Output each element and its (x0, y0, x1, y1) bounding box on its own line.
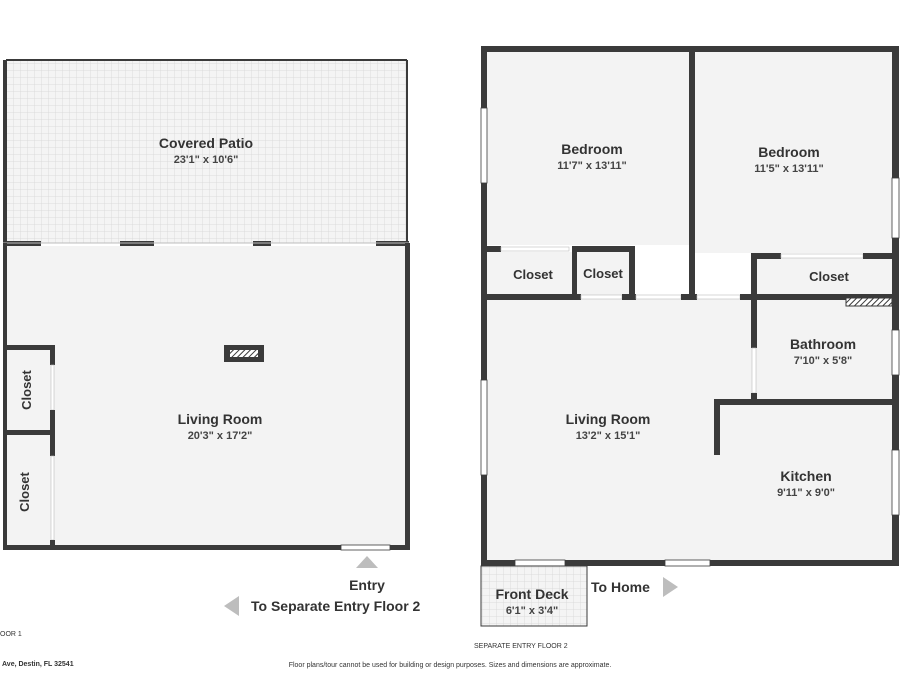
bedroom-right-door (696, 294, 741, 300)
front-deck-area (480, 565, 588, 627)
kitchen-floor (719, 405, 892, 560)
bathroom-vent (845, 297, 893, 307)
bathroom-name: Bathroom (790, 336, 856, 352)
covered-patio-area (6, 60, 406, 243)
wall-living-top-4 (740, 294, 898, 300)
kitchen-dims: 9'11" x 9'0" (777, 487, 835, 499)
floor2-left-wall (481, 46, 487, 566)
wall-closet-c-top-left (751, 253, 781, 259)
window-bedroom-left (480, 107, 488, 184)
bedroom-right-name: Bedroom (758, 144, 819, 160)
window-bedroom-right (891, 177, 900, 239)
wall-bathroom-left-top (751, 294, 757, 348)
entry-arrow-icon[interactable] (356, 556, 378, 568)
wall-closet-c-top-right (863, 253, 899, 259)
wall-closet-a-top (481, 246, 501, 252)
wall-living-top (481, 294, 581, 300)
closet-upper-door (50, 364, 55, 411)
closet-upper-label: Closet (19, 369, 34, 409)
to-home-arrow-icon[interactable] (663, 577, 678, 597)
living-room-2-floor (486, 299, 754, 560)
bedroom-right-dims: 11'5" x 13'11" (754, 163, 824, 175)
wall-kitchen-stub (714, 399, 720, 455)
wall-between-bedrooms (689, 46, 695, 299)
bathroom-dims: 7'10" x 5'8" (794, 355, 852, 367)
floor1-right-wall (405, 243, 410, 549)
wall-closet-b-top (572, 246, 635, 252)
window-kitchen (891, 449, 900, 516)
front-deck-name: Front Deck (495, 586, 568, 602)
front-door-opening (514, 559, 566, 567)
living-room-floor-1 (7, 246, 406, 546)
covered-patio-name: Covered Patio (159, 135, 253, 151)
bathroom-floor (756, 299, 892, 399)
floor1-left-wall (3, 243, 7, 549)
floor-1: Covered Patio 23'1" x 10'6" Living Room … (3, 59, 421, 616)
living-room-2-name: Living Room (566, 411, 651, 427)
bedroom-left-door (635, 294, 682, 300)
closet-upper-right-wall-top (50, 345, 55, 365)
entry-door-opening (340, 544, 391, 551)
window-bottom (664, 559, 711, 567)
bathroom-door (751, 347, 757, 394)
floor2-right-wall (892, 46, 899, 566)
closet-c-floor (756, 258, 892, 295)
front-deck-dims: 6'1" x 3'4" (506, 605, 558, 617)
wall-living-top-3 (681, 294, 697, 300)
to-separate-entry-arrow-icon[interactable] (224, 596, 239, 616)
closet-a-label: Closet (513, 267, 553, 282)
fireplace-hatch (230, 350, 258, 357)
living-room-2-dims: 13'2" x 15'1" (576, 430, 641, 442)
wall-living-top-2 (622, 294, 636, 300)
bedroom-left-dims: 11'7" x 13'11" (557, 160, 627, 172)
address-text: Ave, Destin, FL 32541 (2, 661, 74, 668)
closet-divider-wall (3, 430, 55, 435)
closet-b-door (580, 294, 623, 300)
closet-upper-floor (7, 349, 51, 433)
wall-closet-a-right (572, 246, 577, 299)
wall-closet-b-right (629, 246, 635, 299)
bedroom-left-name: Bedroom (561, 141, 622, 157)
floor2-label: SEPARATE ENTRY FLOOR 2 (474, 643, 568, 650)
window-bathroom (891, 329, 900, 376)
closet-a-floor (486, 252, 572, 295)
disclaimer-text: Floor plans/tour cannot be used for buil… (289, 662, 612, 669)
floor1-label: OOR 1 (0, 631, 22, 638)
entry-label[interactable]: Entry (349, 577, 385, 593)
closet-b-label: Closet (583, 266, 623, 281)
kitchen-name: Kitchen (780, 468, 831, 484)
to-separate-entry-label[interactable]: To Separate Entry Floor 2 (251, 598, 421, 614)
closet-lower-right-wall-top (50, 430, 55, 456)
window-living-room (480, 379, 488, 476)
living-room-1-name: Living Room (178, 411, 263, 427)
living-room-1-dims: 20'3" x 17'2" (188, 430, 253, 442)
bedroom-left-floor (486, 52, 689, 245)
closet-lower-label: Closet (17, 471, 32, 511)
closet-a-door (500, 246, 570, 252)
floor1-bottom-wall-left (3, 545, 341, 550)
wall-bathroom-bottom (714, 399, 899, 405)
closet-c-label: Closet (809, 269, 849, 284)
floor1-bottom-wall-right (390, 545, 410, 550)
covered-patio-dims: 23'1" x 10'6" (174, 154, 239, 166)
closet-upper-right-wall-bottom (50, 410, 55, 435)
closet-lower-floor (7, 434, 51, 545)
closet-lower-door (50, 455, 55, 541)
wall-closet-c-left (751, 253, 757, 300)
closet-c-door (780, 253, 864, 259)
floor-2: Bedroom 11'7" x 13'11" Bedroom 11'5" x 1… (480, 46, 900, 627)
bedroom-right-floor (694, 52, 892, 253)
closet-b-floor (577, 251, 631, 295)
to-home-label[interactable]: To Home (591, 579, 650, 595)
closet-upper-top-wall (3, 345, 55, 350)
closet-lower-right-wall-bottom (50, 540, 55, 548)
